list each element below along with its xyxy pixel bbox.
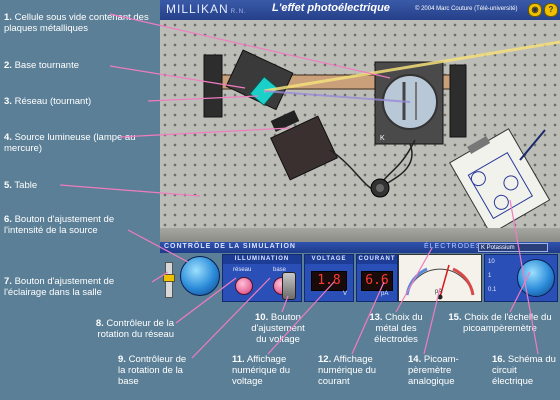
electrodes-label: ÉLECTRODES — [424, 243, 482, 250]
analog-picoammeter: pA — [398, 254, 482, 302]
voltage-title: VOLTAGE — [305, 255, 353, 264]
annotation-10: 10. Bouton d'ajustement du voltage — [251, 312, 305, 345]
annotation-5: 5. Table — [4, 180, 38, 191]
voltage-adjust-knob[interactable] — [282, 272, 296, 300]
meter-unit: pA — [435, 289, 443, 295]
source-intensity-knob[interactable] — [180, 256, 220, 296]
scale-panel: 10 1 0.1 — [484, 254, 558, 302]
lamp-cable — [329, 139, 416, 190]
current-unit: pA — [381, 291, 389, 297]
annotation-12: 12. Affichage numérique du courant — [318, 354, 377, 387]
table-scene: K — [203, 40, 560, 235]
annotation-1: 1. Cellule sous vide contenant des plaqu… — [4, 12, 149, 34]
annotation-13: 13. Choix du métal des électrodes — [369, 312, 423, 345]
eye-icon[interactable]: ◉ — [528, 3, 542, 17]
illumination-title: ILLUMINATION — [223, 255, 301, 264]
reseau-label: réseau — [233, 267, 252, 273]
grating-rotation-knob[interactable] — [235, 277, 253, 295]
annotation-9: 9. Contrôleur de la rotation de la base — [118, 354, 187, 387]
annotation-14: 14. Picoam-pèremètre analogique — [408, 354, 459, 387]
electrode-metal-select[interactable]: K Potassium — [478, 243, 548, 252]
cell-marker: K — [380, 135, 385, 142]
optical-table: K — [160, 20, 560, 242]
annotation-4: 4. Source lumineuse (lampe au mercure) — [4, 132, 136, 154]
light-beam — [263, 40, 560, 93]
control-panel-title: CONTRÔLE DE LA SIMULATION — [164, 243, 296, 250]
base-label: base — [273, 267, 287, 273]
current-display: 6.6 — [361, 271, 393, 291]
table-edge — [160, 228, 560, 242]
annotation-8: 8. Contrôleur de la rotation du réseau — [95, 318, 174, 340]
scale-label-1: 1 — [488, 273, 492, 279]
picoammeter-scale-knob[interactable] — [517, 259, 555, 297]
annotation-3: 3. Réseau (tournant) — [4, 96, 92, 107]
meter-needle — [439, 264, 450, 298]
annotation-11: 11. Affichage numérique du voltage — [232, 354, 291, 387]
scale-label-10: 10 — [488, 259, 495, 265]
pen-icon — [519, 129, 546, 161]
voltage-panel: VOLTAGE 1.8 V — [304, 254, 354, 302]
rail-support-left — [203, 54, 223, 118]
annotation-15: 15. Choix de l'échelle du picoampèremètr… — [448, 312, 552, 334]
page-title: L'effet photoélectrique — [272, 2, 390, 14]
annotation-6: 6. Bouton d'ajustement de l'intensité de… — [4, 214, 115, 236]
help-button[interactable]: ? — [544, 3, 558, 17]
current-title: COURANT — [357, 255, 397, 264]
room-light-slider-thumb[interactable] — [163, 274, 175, 282]
circuit-schematic[interactable] — [447, 125, 551, 235]
diffracted-beam — [263, 90, 411, 103]
voltage-display: 1.8 — [311, 271, 347, 291]
voltage-unit: V — [343, 291, 348, 297]
current-panel: COURANT 6.6 pA — [356, 254, 398, 302]
annotation-16: 16. Schéma du circuit électrique — [492, 354, 556, 387]
rail-support-right — [449, 64, 467, 138]
copyright-text: © 2004 Marc Couture (Télé-université) — [415, 6, 518, 12]
annotation-7: 7. Bouton d'ajustement de l'éclairage da… — [4, 276, 115, 298]
annotation-2: 2. Base tournante — [4, 60, 80, 71]
scale-label-0-1: 0.1 — [488, 287, 497, 293]
control-panel-header: CONTRÔLE DE LA SIMULATION ÉLECTRODES K P… — [160, 242, 560, 253]
